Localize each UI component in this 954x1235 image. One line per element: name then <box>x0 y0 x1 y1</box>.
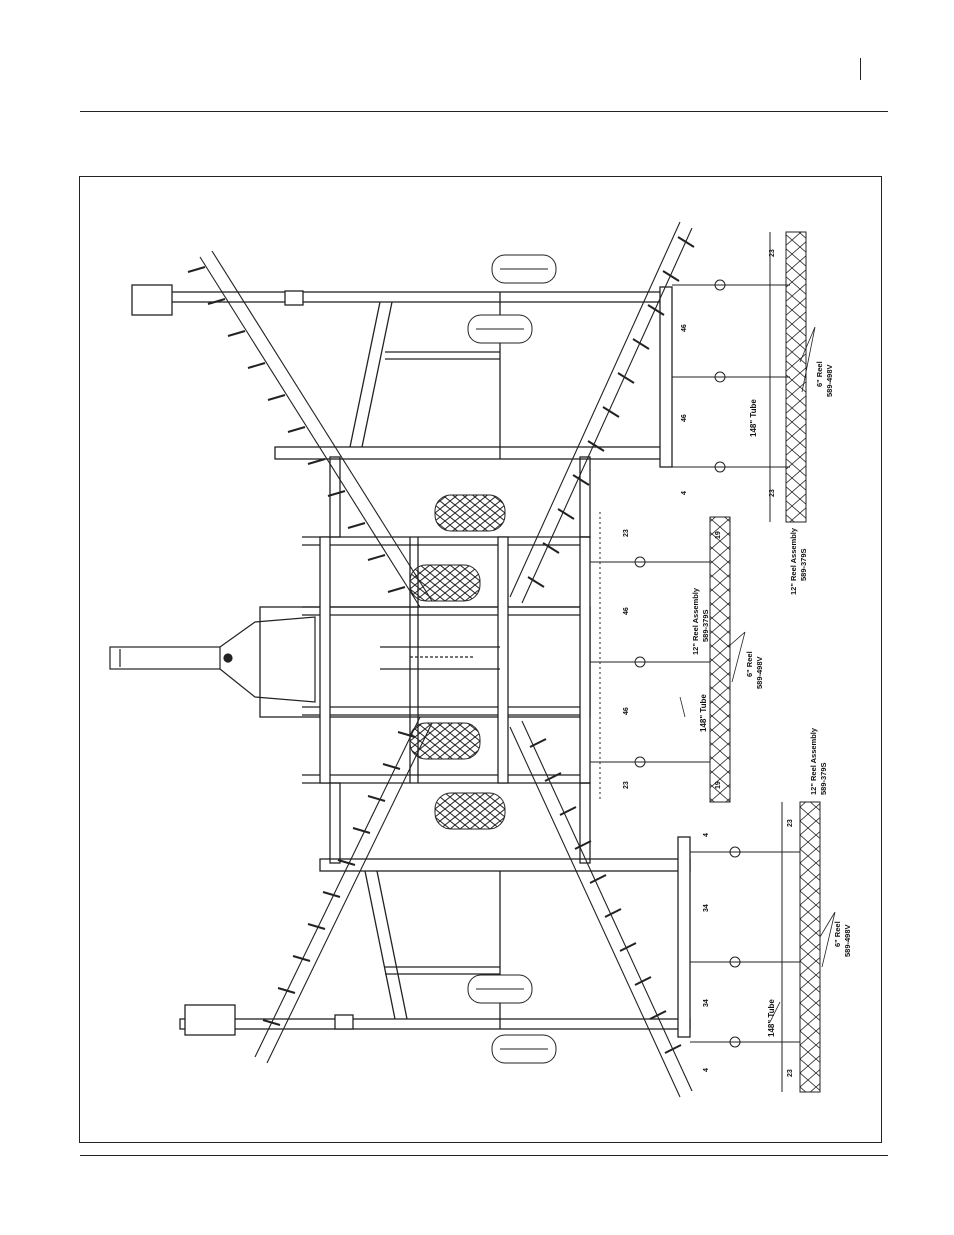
bottom-reel-assembly <box>690 802 820 1092</box>
implement-drawing: 148" Tube 6" Reel 589-498V 12" Reel Asse… <box>80 177 882 1143</box>
dim-bottom-4a: 4 <box>703 833 710 837</box>
dim-top-4: 4 <box>681 491 688 495</box>
reel-assembly-part-bottom: 589-379S <box>819 762 828 795</box>
dim-center-19a: 19 <box>715 531 722 539</box>
figure-frame: 148" Tube 6" Reel 589-498V 12" Reel Asse… <box>79 176 882 1143</box>
reel-assembly-part-center: 589-379S <box>701 609 710 642</box>
reel-assembly-part-top: 589-379S <box>799 548 808 581</box>
dim-top-46a: 46 <box>681 324 688 332</box>
dim-center-46a: 46 <box>623 607 630 615</box>
dim-top-23a: 23 <box>769 249 776 257</box>
tube-label-center: 148" Tube <box>699 694 708 732</box>
top-wing-frame <box>132 285 672 537</box>
reel-assembly-label-top: 12" Reel Assembly <box>789 527 798 595</box>
dim-top-23b: 23 <box>769 489 776 497</box>
dim-center-46b: 46 <box>623 707 630 715</box>
dim-center-23b: 23 <box>623 781 630 789</box>
reel-assembly-label-center: 12" Reel Assembly <box>691 587 700 655</box>
dim-center-23a: 23 <box>623 529 630 537</box>
tube-label-bottom: 148" Tube <box>767 999 776 1037</box>
header-rule <box>80 111 888 112</box>
tube-label-top: 148" Tube <box>749 399 758 437</box>
reel-assembly-label-bottom: 12" Reel Assembly <box>809 727 818 795</box>
reel-part-center: 589-498V <box>755 656 764 689</box>
bottom-wing-frame <box>180 783 690 1037</box>
reel-label-center: 6" Reel <box>745 651 754 677</box>
header-tick <box>860 58 861 80</box>
dim-center-19b: 19 <box>715 781 722 789</box>
center-reel-assembly <box>590 512 730 802</box>
dim-top-46b: 46 <box>681 414 688 422</box>
dim-bottom-23a: 23 <box>787 819 794 827</box>
footer-rule <box>80 1155 888 1156</box>
reel-label-top: 6" Reel <box>815 361 824 387</box>
reel-part-top: 589-498V <box>825 364 834 397</box>
dim-bottom-34b: 34 <box>703 999 710 1007</box>
dimension-labels: 23 46 46 23 4 23 46 46 23 19 19 4 34 34 … <box>623 249 794 1077</box>
disc-gangs <box>188 222 694 1097</box>
top-wing-wheels <box>468 255 556 343</box>
dim-bottom-4b: 4 <box>703 1068 710 1072</box>
reel-part-bottom: 589-498V <box>843 924 852 957</box>
top-reel-assembly <box>672 232 806 522</box>
dim-bottom-23b: 23 <box>787 1069 794 1077</box>
hitch-tongue <box>110 617 315 702</box>
dim-bottom-34a: 34 <box>703 904 710 912</box>
gang-upper-left <box>188 251 432 607</box>
reel-label-bottom: 6" Reel <box>833 921 842 947</box>
